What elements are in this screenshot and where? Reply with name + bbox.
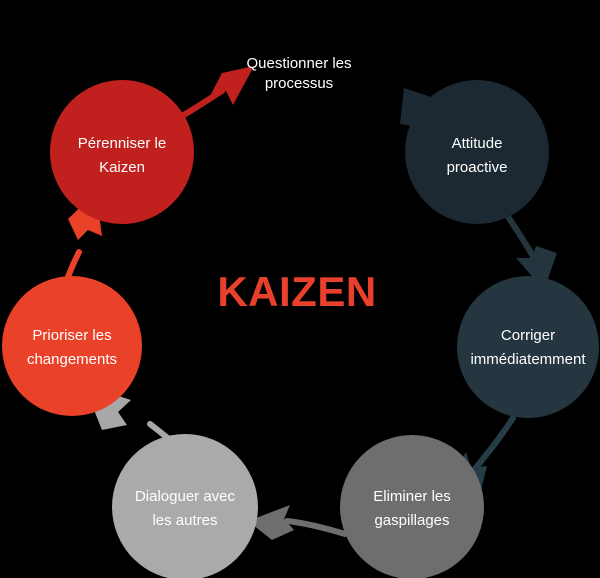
node-dialoguer-autres[interactable]: Dialoguer avec les autres <box>112 434 258 578</box>
outer-label-questionner-processus: Questionner les processus <box>246 55 351 92</box>
node-prioriser-changements[interactable]: Prioriser les changements <box>2 276 142 416</box>
arrow-head-6 <box>211 66 254 105</box>
node-attitude-proactive[interactable]: Attitude proactive <box>405 80 549 224</box>
node-label-corriger-line2: immédiatemment <box>470 351 586 368</box>
node-label-dialoguer-line1: Dialoguer avec <box>135 488 236 505</box>
node-label-dialoguer-line2: les autres <box>152 512 217 529</box>
node-label-prioriser-line2: changements <box>27 351 117 368</box>
node-circle-corriger[interactable] <box>457 276 599 418</box>
arrow-shaft-1 <box>502 209 538 263</box>
node-label-perenniser-line1: Pérenniser le <box>78 135 166 152</box>
node-label-attitude-line1: Attitude <box>452 135 503 152</box>
outer-label-line1: Questionner les <box>246 55 351 72</box>
node-corriger-immediatemment[interactable]: Corriger immédiatemment <box>457 276 599 418</box>
center-title-kaizen: KAIZEN <box>217 268 376 315</box>
node-circle-prioriser[interactable] <box>2 276 142 416</box>
node-label-corriger-line1: Corriger <box>501 327 555 344</box>
node-circle-eliminer[interactable] <box>340 435 484 578</box>
arrow-shaft-6 <box>174 88 225 122</box>
node-circle-perenniser[interactable] <box>50 80 194 224</box>
arrow-shaft-2 <box>471 415 516 473</box>
node-eliminer-gaspillages[interactable]: Eliminer les gaspillages <box>340 435 484 578</box>
arrow-head-3 <box>248 505 294 540</box>
node-label-eliminer-line1: Eliminer les <box>373 488 451 505</box>
arrow-perenniser-to-questionner <box>174 66 254 122</box>
arrow-eliminer-to-dialoguer <box>248 505 348 540</box>
node-label-perenniser-line2: Kaizen <box>99 159 145 176</box>
node-label-attitude-line2: proactive <box>447 159 508 176</box>
node-circle-dialoguer[interactable] <box>112 434 258 578</box>
node-label-eliminer-line2: gaspillages <box>374 512 449 529</box>
node-perenniser-kaizen[interactable]: Pérenniser le Kaizen <box>50 80 194 224</box>
arrow-shaft-3 <box>284 518 348 537</box>
node-circle-attitude[interactable] <box>405 80 549 224</box>
node-label-prioriser-line1: Prioriser les <box>32 327 111 344</box>
outer-label-line2: processus <box>265 75 333 92</box>
